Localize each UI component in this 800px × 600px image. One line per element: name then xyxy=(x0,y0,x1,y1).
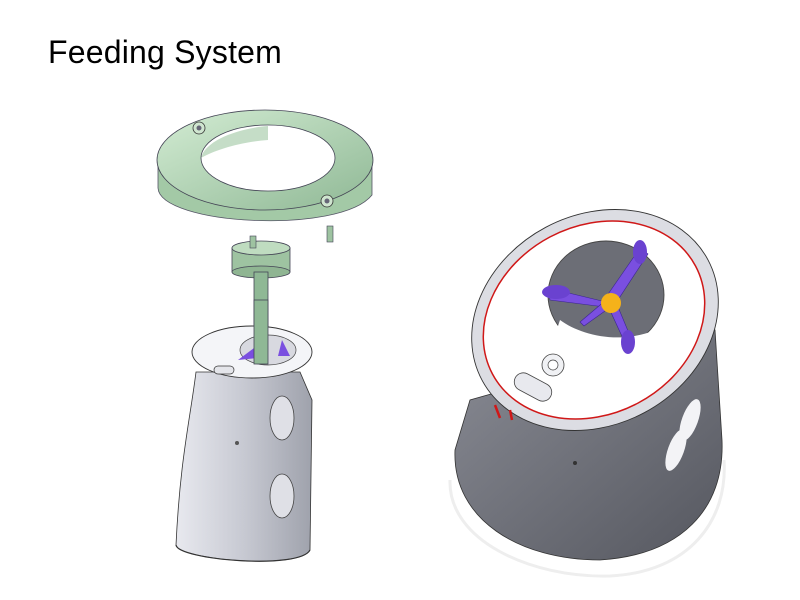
right-housing xyxy=(448,209,726,578)
hub-orange xyxy=(601,293,621,313)
left-assembly xyxy=(156,109,374,365)
left-housing xyxy=(175,299,313,562)
slide-title: Feeding System xyxy=(48,34,283,70)
